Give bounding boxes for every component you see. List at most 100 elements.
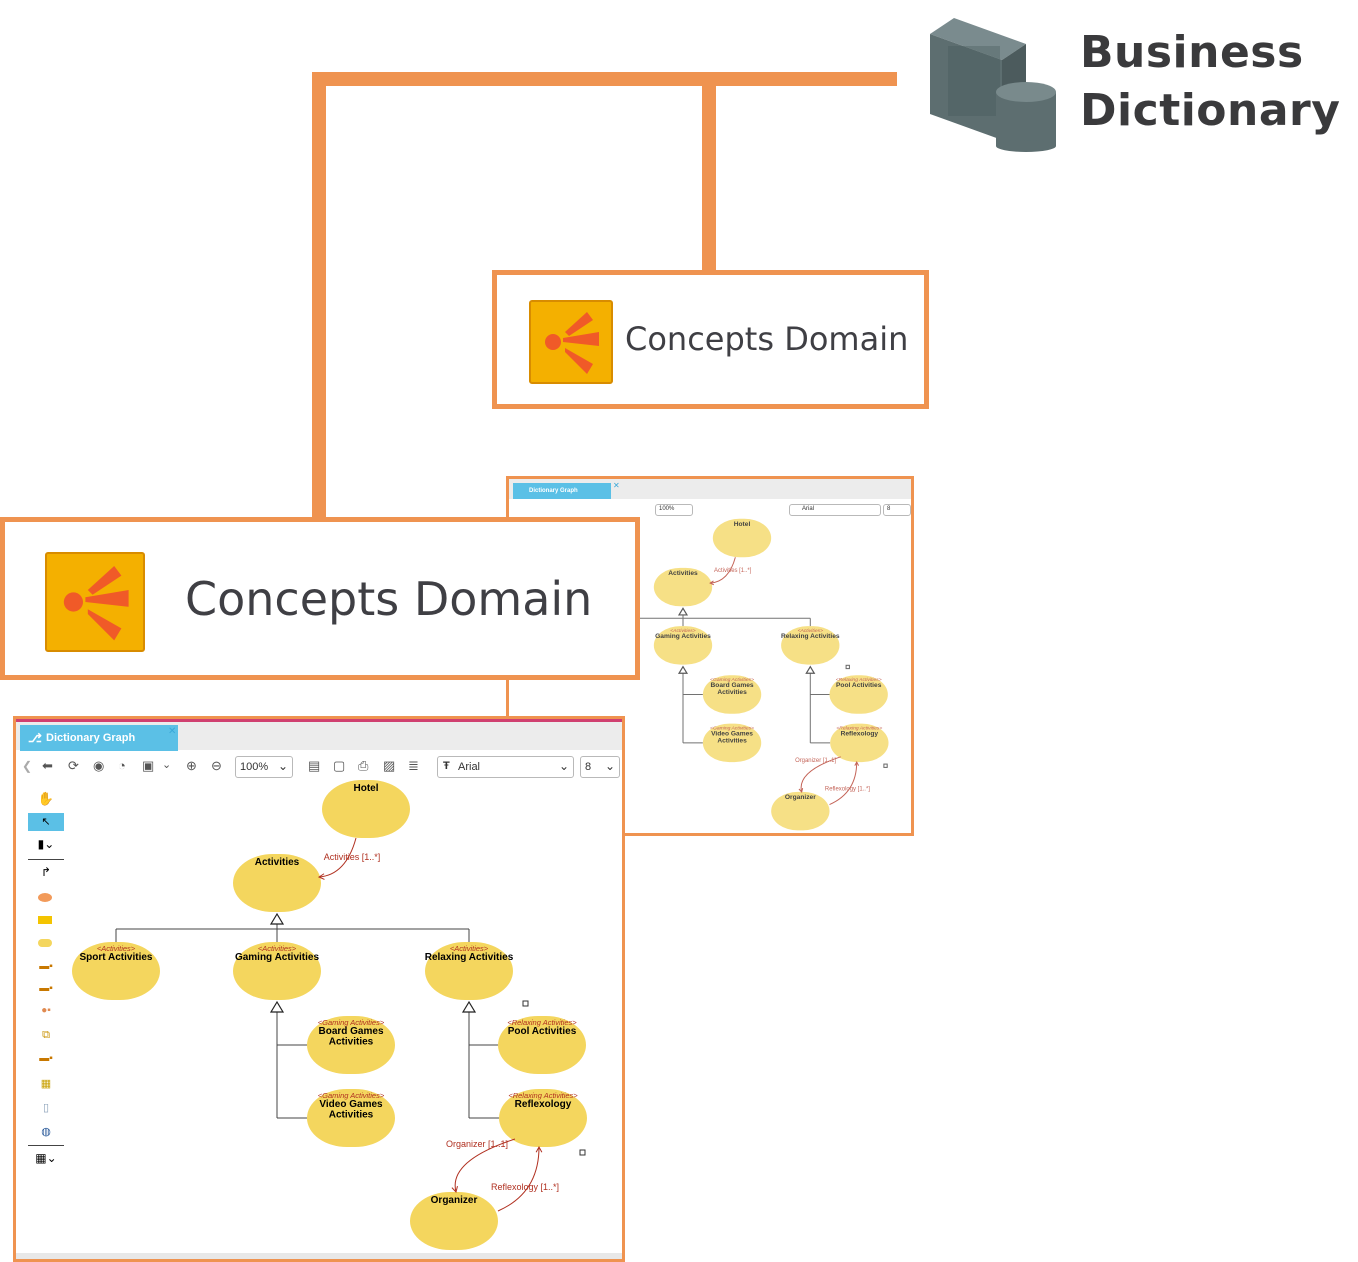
image-icon[interactable]: ▨ — [383, 758, 396, 773]
font-select[interactable]: Ŧ Arial ⌄ — [437, 756, 574, 778]
node-stereotype: <Activities> — [258, 944, 297, 953]
zoom-value: 100% — [659, 506, 675, 512]
node-label: Activities — [717, 689, 747, 696]
concept-node-hotel — [712, 518, 772, 558]
resize-handle-icon — [522, 1000, 529, 1007]
resize-handle-icon — [883, 763, 888, 768]
back-icon[interactable]: ⬅ — [42, 758, 53, 773]
zoom-in-icon[interactable]: ⊕ — [186, 758, 197, 773]
node-label: Organizer — [431, 1195, 478, 1206]
connector-left-vertical — [312, 72, 326, 520]
resize-handle-icon — [845, 664, 850, 670]
font-select[interactable]: Arial — [789, 504, 881, 516]
node-stereotype: <Gaming Activities> — [710, 726, 754, 732]
connector-icon[interactable]: ↱ — [40, 865, 52, 879]
tool-palette: ✋ ↖ ▮⌄ ↱ ▬▪ ▬▪ ●▪ ⧉ ▬▪ ▦ ▯ ◍ ▦⌄ — [26, 785, 66, 1245]
concept-node-organizer — [410, 1192, 498, 1250]
node-label: Gaming Activities — [235, 952, 320, 963]
column-icon[interactable]: ▮⌄ — [37, 837, 55, 851]
node-label: Sport Activities — [80, 952, 153, 963]
node-label: Board Games — [318, 1026, 383, 1037]
concept-node-pool — [498, 1016, 586, 1074]
rectangle-icon[interactable] — [38, 916, 52, 924]
ellipse-icon[interactable] — [38, 893, 52, 902]
node-stereotype: <Activities> — [798, 628, 824, 634]
generalization-arrow — [677, 607, 689, 616]
resize-handle-icon — [579, 1149, 586, 1156]
rounded-icon[interactable] — [38, 939, 52, 947]
node-label: Hotel — [354, 783, 379, 794]
generalization-arrow — [269, 1000, 285, 1013]
node-label: Activities — [255, 857, 300, 868]
node-stereotype: <Relaxing Activities> — [836, 726, 882, 732]
eye-icon[interactable]: ◉ — [93, 758, 105, 773]
concepts-domain-card-upper[interactable]: Concepts Domain — [492, 270, 929, 409]
frame-icon[interactable]: ▢ — [333, 758, 346, 773]
tab-bar: Dictionary Graph ✕ — [509, 479, 911, 499]
tab-dictionary-graph[interactable]: ⎇ Dictionary Graph — [20, 725, 178, 751]
group-icon[interactable]: ⧉ — [42, 1029, 50, 1041]
close-icon[interactable]: ✕ — [613, 481, 620, 490]
node-label: Activities — [329, 1037, 374, 1048]
generalization-arrow — [269, 912, 285, 925]
toolbar: 100% Arial 8 — [509, 501, 911, 519]
node-label: Video Games — [319, 1099, 383, 1110]
font-size-value: 8 — [887, 506, 891, 512]
association-line — [454, 1138, 516, 1193]
tab-dictionary-graph[interactable]: Dictionary Graph — [513, 483, 611, 499]
generalization-arrow — [805, 665, 816, 674]
font-size-select[interactable]: 8 — [883, 504, 911, 516]
generalization-arrow — [461, 1000, 477, 1013]
chevron-down-icon: ⌄ — [604, 759, 615, 773]
concepts-domain-card-lower[interactable]: Concepts Domain — [0, 517, 640, 680]
layout-icon[interactable]: ▣ — [142, 758, 155, 773]
font-size-select[interactable]: 8 ⌄ — [580, 756, 620, 778]
font-value: Arial — [802, 506, 815, 512]
chevron-down-icon: ⌄ — [558, 759, 569, 773]
zoom-out-icon[interactable]: ⊖ — [211, 758, 222, 773]
concepts-domain-icon — [529, 300, 613, 384]
note-icon[interactable]: ▦ — [40, 1078, 52, 1090]
node-label: Activities — [329, 1110, 374, 1121]
print-icon[interactable]: ⎙ — [358, 758, 369, 773]
association-arrow — [317, 873, 325, 880]
node-stereotype: <Gaming Activities> — [318, 1091, 385, 1100]
chevron-down-icon: ⌄ — [277, 759, 288, 773]
tab-label: Dictionary Graph — [529, 488, 578, 494]
node-label: Hotel — [734, 521, 751, 528]
zoom-value: 100% — [240, 761, 269, 773]
association-label: Activities [1..*] — [324, 852, 381, 862]
list-icon[interactable]: ≣ — [408, 758, 419, 773]
card-icon[interactable]: ▬▪ — [39, 1053, 53, 1064]
font-size-value: 8 — [585, 761, 592, 773]
table-icon[interactable]: ▤ — [308, 758, 321, 773]
concepts-domain-label: Concepts Domain — [185, 572, 593, 626]
ellipse-link-icon[interactable]: ●▪ — [41, 1005, 51, 1016]
palette-divider — [28, 859, 64, 860]
association-label: Reflexology [1..*] — [491, 1182, 559, 1192]
concept-node-board — [307, 1016, 395, 1074]
gauge-icon[interactable]: ◔ — [118, 758, 126, 773]
collapse-left-icon[interactable]: ❮ — [22, 759, 33, 773]
text-font-icon: Ŧ — [443, 760, 450, 772]
association-line — [710, 557, 736, 584]
node-stereotype: <Relaxing Activities> — [508, 1091, 578, 1100]
association-line — [800, 756, 841, 793]
document-icon[interactable]: ▯ — [42, 1102, 50, 1114]
window-bottom-bar — [16, 1253, 622, 1259]
node-label: Activities — [717, 738, 747, 745]
globe-icon[interactable]: ◍ — [41, 1126, 51, 1138]
link-right-icon[interactable]: ▬▪ — [39, 983, 53, 994]
refresh-icon[interactable]: ⟳ — [68, 758, 79, 773]
title-line-2: Dictionary — [1080, 85, 1341, 136]
zoom-select[interactable]: 100% ⌄ — [235, 756, 293, 778]
concept-node-gaming — [233, 942, 321, 1000]
chevron-down-icon[interactable]: ⌄ — [162, 759, 172, 771]
hand-icon[interactable]: ✋ — [37, 791, 55, 806]
link-left-icon[interactable]: ▬▪ — [39, 961, 53, 972]
grid-icon[interactable]: ▦⌄ — [35, 1151, 57, 1165]
close-icon[interactable]: ✕ — [168, 726, 177, 737]
select-icon[interactable]: ↖ — [28, 813, 64, 831]
toolbar: ❮ ⬅ ⟳ ◉ ◔ ▣ ⌄ ⊕ ⊖ 100% ⌄ ▤ ▢ ⎙ ▨ ≣ Ŧ Ari… — [16, 753, 622, 781]
zoom-select[interactable]: 100% — [655, 504, 693, 516]
